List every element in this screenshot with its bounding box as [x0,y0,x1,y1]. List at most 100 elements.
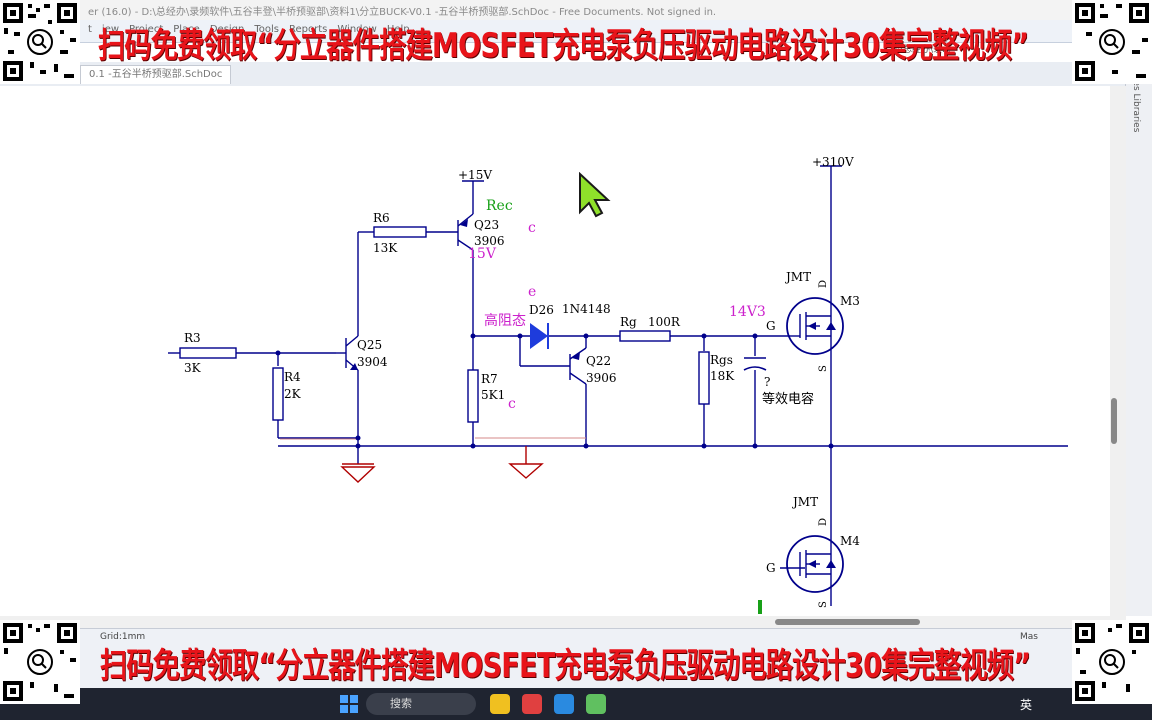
ground-symbol-1 [340,466,376,483]
junction-dot [701,333,707,339]
label-jmt1: JMT [784,270,811,284]
q22-arrow [572,352,580,360]
label-r6-name: R6 [373,211,390,225]
label-r3-val: 3K [184,361,202,375]
m3-arrow [808,322,816,330]
label-s2: S [818,601,829,608]
label-r7-val: 5K1 [481,388,505,402]
junction-dot [470,443,476,449]
menu-tools[interactable]: Tools [254,24,280,35]
mouse-cursor-icon [579,172,611,218]
vertical-scroll-thumb[interactable] [1111,398,1117,444]
menu-window[interactable]: Window [337,24,377,35]
vertical-scrollbar[interactable] [1110,86,1126,616]
menu-view[interactable]: iew [101,24,120,35]
grid-status: Grid:1mm [100,632,146,642]
junction-dot [355,435,361,441]
status-bar: Grid:1mm Mas [0,628,1152,689]
label-dengxiao: 等效电容 [762,391,814,407]
menu-project[interactable]: Project [129,24,164,35]
horizontal-scroll-thumb[interactable] [775,619,920,625]
label-r4-val: 2K [284,387,302,401]
taskbar-search[interactable]: 搜索 [366,693,476,715]
label-d1: D [818,280,829,288]
tab-schdoc[interactable]: 0.1 -五谷半桥预驱部.SchDoc [80,65,232,84]
mosfet-m3 [786,297,844,358]
schematic-canvas[interactable]: +15V +310V Q23 3906 R6 13K R3 3K R4 2K Q… [0,86,1110,616]
menu-bar: t iew Project Place Design Tools Reports… [0,20,1152,55]
promo-banner-top: 扫码免费领取“分立器件搭建MOSFET充电泵负压驱动电路设计30集完整视频” [98,26,1029,66]
label-c1: c [528,220,536,236]
resistor-r4 [272,367,284,421]
path-field[interactable]: D:\总经办\录... [890,45,951,55]
schematic-svg: +15V +310V Q23 3906 R6 13K R3 3K R4 2K Q… [168,155,1068,614]
app-explorer-icon[interactable] [490,694,510,714]
qr-code-bottom-right [1072,620,1152,704]
resistor-r3 [179,347,237,359]
junction-dot [828,443,834,449]
label-cap-ref: ? [764,375,770,389]
resistor-rgs [698,351,710,405]
resistor-r6 [373,226,427,238]
favorites-libraries-tab[interactable]: Favorites Libraries [1131,50,1141,133]
resistor-r7 [467,369,479,423]
label-rg-name: Rg [620,315,637,329]
q25-arrow [350,363,358,370]
label-rgs-name: Rgs [710,353,733,367]
right-panel: Favorites Libraries [1125,42,1152,616]
menu-help[interactable]: Help [386,24,410,35]
m3-body-diode [826,322,836,330]
decor-lines [280,437,586,440]
label-q22-part: 3906 [586,371,617,385]
capacitor [743,357,767,371]
resistor-rg [619,330,671,342]
green-marker [758,600,762,614]
label-rec: Rec [486,198,513,214]
app-blue-icon[interactable] [554,694,574,714]
junction-dot [470,333,476,339]
label-q23-name: Q23 [474,218,499,232]
label-q23-part: 3906 [474,234,505,248]
qr-code-top-right [1072,0,1152,84]
label-q22-name: Q22 [586,354,611,368]
junction-dot [752,333,758,339]
label-rg-val: 100R [648,315,681,329]
junction-dot [583,333,589,339]
window-title: er (16.0) - D:\总经办\录频软件\五谷丰登\半桥预驱部\资料1\分… [88,7,717,18]
ground-symbol-2 [508,463,544,479]
label-14v3: 14V3 [729,304,766,320]
input-language[interactable]: 英 [1020,698,1033,712]
junction-dot [517,333,523,339]
label-rgs-val: 18K [710,369,735,383]
menu-file[interactable]: t [88,24,92,35]
m4-body-diode [826,560,836,568]
panel-status[interactable]: Mas [1020,632,1038,642]
label-r6-val: 13K [373,241,398,255]
label-d2: D [818,518,829,526]
qr-code-top-left [0,0,80,84]
label-jmt2: JMT [791,495,818,509]
junction-dot [752,443,758,449]
label-c2: c [508,396,516,412]
label-g1: G [766,319,776,333]
label-d26-name: D26 [529,303,554,317]
label-pwr15: +15V [458,168,492,182]
menu-design[interactable]: Design [209,24,245,35]
m4-arrow [808,560,816,568]
app-green-icon[interactable] [586,694,606,714]
horizontal-scrollbar[interactable] [0,616,1126,628]
label-e1: e [528,284,536,300]
app-red-icon[interactable] [522,694,542,714]
junction-dot [701,443,707,449]
menu-place[interactable]: Place [173,24,200,35]
label-m3: M3 [840,294,860,308]
label-gaozu: 高阻态 [484,312,526,329]
label-g2: G [766,561,776,575]
label-r4-name: R4 [284,370,301,384]
diode-d26 [530,323,549,349]
windows-start-icon[interactable] [340,695,358,713]
junction-dot [583,443,589,449]
label-d26-part: 1N4148 [562,302,611,316]
menu-reports[interactable]: Reports [289,24,328,35]
label-q25-name: Q25 [357,338,382,352]
